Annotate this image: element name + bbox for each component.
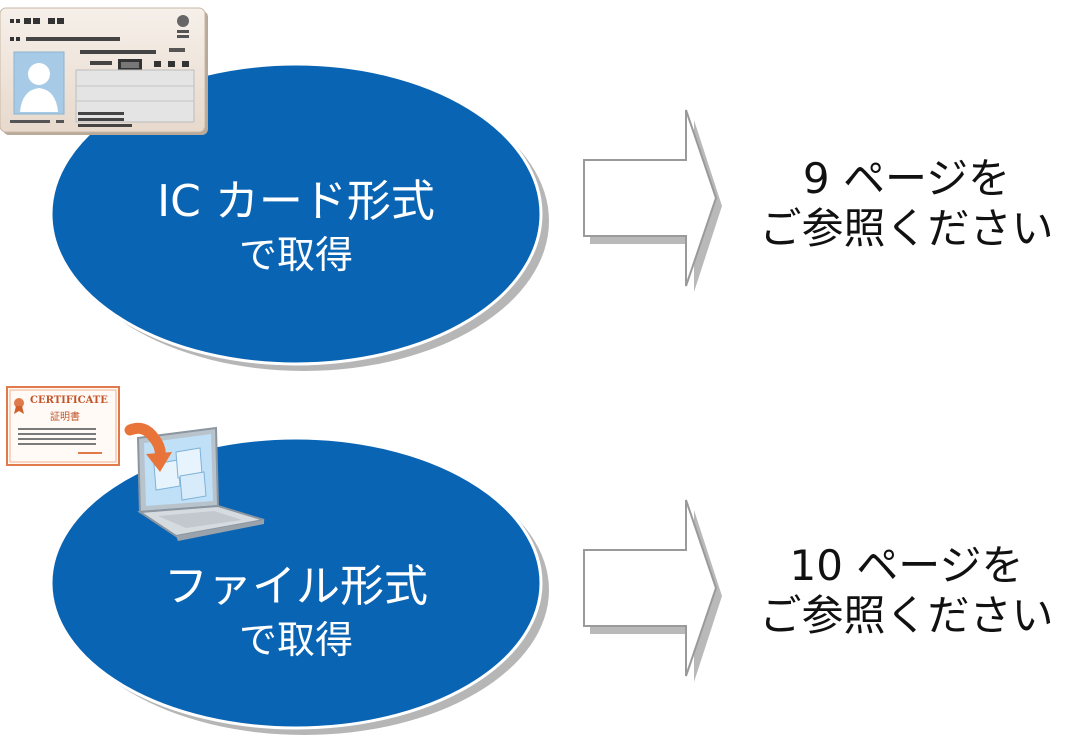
file-title-line1: ファイル形式 [164,561,428,612]
ic-oval-shape [49,62,549,371]
file-ref-line2: ご参照ください [759,591,1054,640]
laptop-with-certificate-icon [124,422,265,541]
ic-title-line2: で取得 [238,233,353,277]
certificate-subtitle: 証明書 [50,412,80,423]
right-arrow-icon [583,109,722,292]
id-card-icon [0,7,208,135]
ic-title-line1: IC カード形式 [157,176,435,227]
certificate-title: CERTIFICATE [30,395,108,406]
certificate-document-icon: CERTIFICATE 証明書 [6,386,120,466]
file-ref-line1: 10 ページを [789,541,1024,590]
ic-ref-line1: 9 ページを [802,154,1011,203]
ic-ref-line2: ご参照ください [759,204,1054,253]
file-title-line2: で取得 [238,618,353,662]
right-arrow-icon [583,499,722,682]
